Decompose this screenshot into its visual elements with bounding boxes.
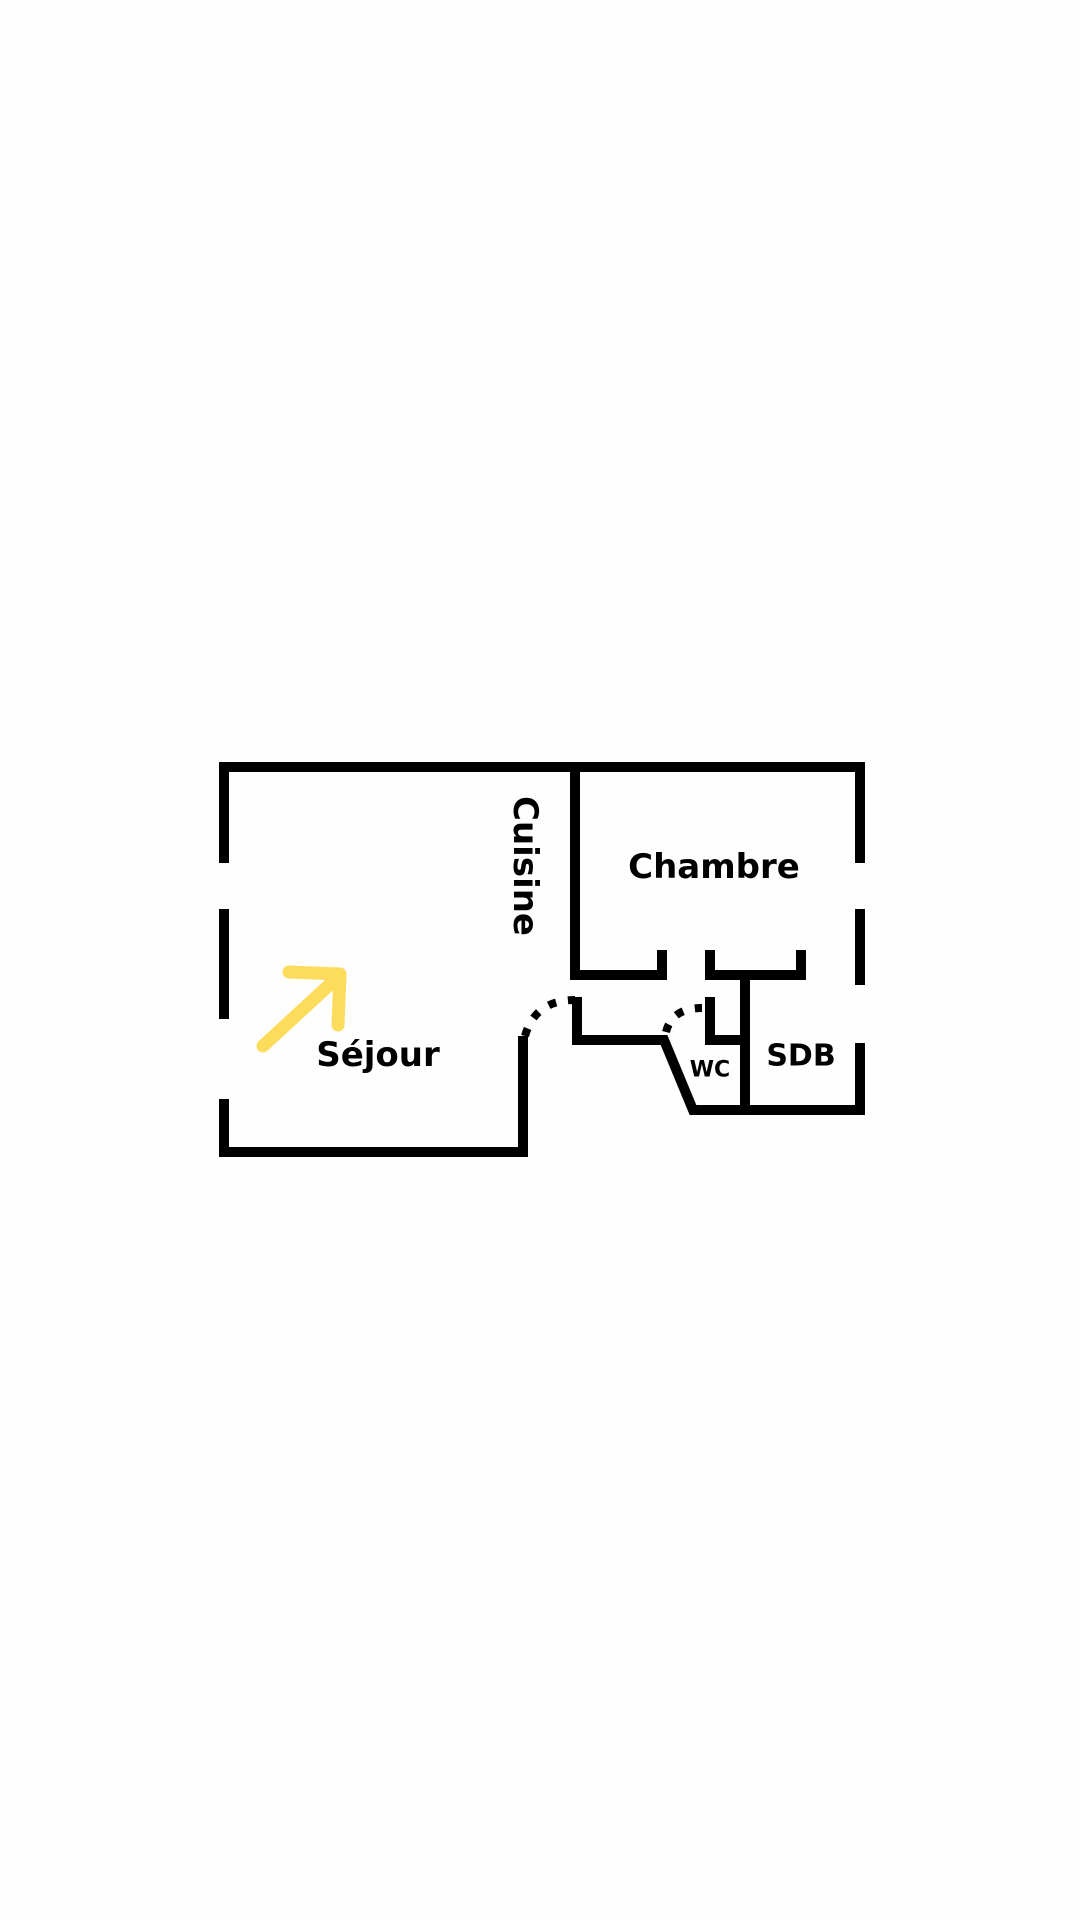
room-label-toilet: WC — [690, 1058, 730, 1083]
wc-stub-wall — [705, 997, 750, 1045]
wc-door-arc — [662, 1004, 703, 1034]
room-label-kitchen: Cuisine — [505, 796, 545, 936]
arrow-up-right-icon — [256, 965, 347, 1053]
bedroom-bath-wall — [705, 950, 806, 980]
room-label-bathroom: SDB — [766, 1039, 835, 1074]
kitchen-door-arc — [521, 996, 576, 1038]
room-label-bedroom: Chambre — [628, 847, 800, 887]
living-bottom-wall — [219, 1036, 528, 1157]
room-label-living: Séjour — [316, 1035, 440, 1075]
walls — [219, 762, 865, 1157]
outer-wall-top — [219, 762, 865, 863]
kitchen-bedroom-divider — [570, 762, 667, 980]
right-wall-bottom — [572, 997, 865, 1115]
